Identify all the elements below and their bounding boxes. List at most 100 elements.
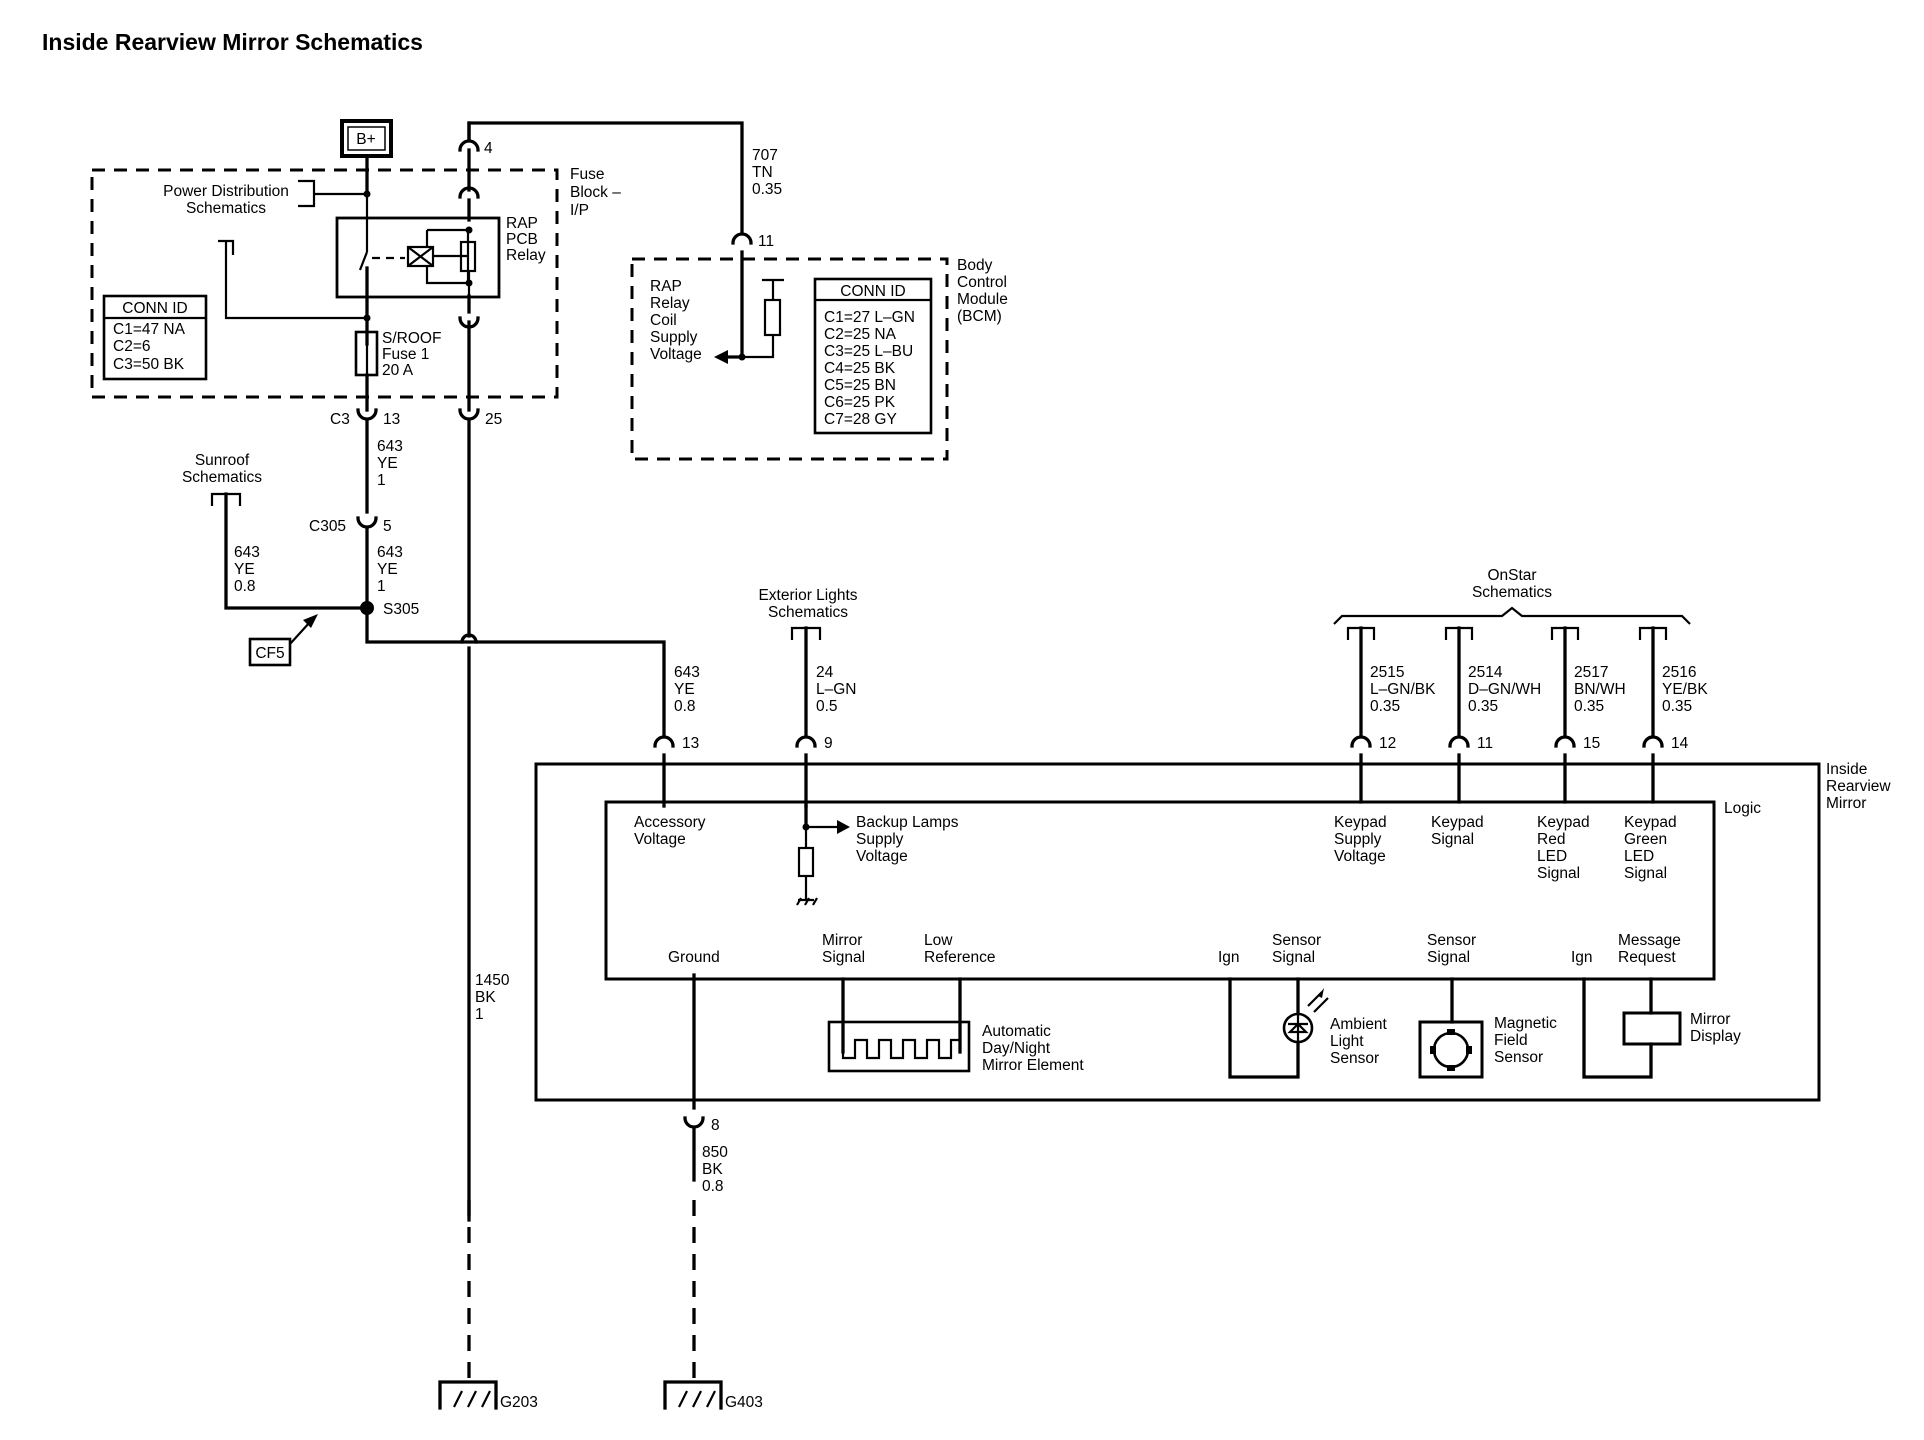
wire-label: 2517 <box>1574 664 1608 681</box>
pin-label: 25 <box>485 411 502 428</box>
logic-text: Supply <box>1334 831 1382 848</box>
conn-entry: C7=28 GY <box>824 411 897 428</box>
fuse-block-line: Block – <box>570 184 621 201</box>
logic-text: LED <box>1624 848 1654 865</box>
logic-text: Signal <box>822 949 865 966</box>
onstar-connector <box>1448 735 1470 748</box>
pin-label: 5 <box>383 518 392 535</box>
bcm-enclosure <box>630 257 949 461</box>
cf5-callout: CF5 <box>248 614 318 667</box>
backup-lamps-circuit: Backup Lamps Supply Voltage <box>796 804 959 906</box>
fuse-line: 20 A <box>382 362 414 379</box>
logic-text: Ground <box>668 949 720 966</box>
wire-label: YE <box>377 561 398 578</box>
logic-text: Ign <box>1571 949 1593 966</box>
wire-label: 0.8 <box>234 578 256 595</box>
bcm-supply-line: Relay <box>650 295 690 312</box>
logic-text: Signal <box>1272 949 1315 966</box>
connector-pin-9 <box>795 735 817 748</box>
ambient-line: Light <box>1330 1033 1364 1050</box>
logic-text: Keypad <box>1537 814 1590 831</box>
display-line: Mirror <box>1690 1011 1730 1028</box>
battery-source: B+ <box>340 119 393 158</box>
wire-label: D–GN/WH <box>1468 681 1541 698</box>
pin-label: 11 <box>758 233 774 250</box>
logic-text: Keypad <box>1624 814 1677 831</box>
fuse-block-label: Fuse Block – I/P <box>570 166 621 219</box>
fuse-block-enclosure <box>90 168 559 399</box>
fuse-block-conn-id: CONN ID C1=47 NA C2=6 C3=50 BK <box>102 294 208 381</box>
logic-text: Request <box>1618 949 1676 966</box>
logic-text: Voltage <box>1334 848 1386 865</box>
conn-entry: C4=25 BK <box>824 360 896 377</box>
sunroof-line: Schematics <box>182 469 262 486</box>
wire-label: YE <box>674 681 695 698</box>
logic-text: Sensor <box>1272 932 1321 949</box>
connector-pin-13 <box>653 735 675 748</box>
logic-text: Green <box>1624 831 1667 848</box>
fuse-line: Fuse 1 <box>382 346 429 363</box>
pin-label: 8 <box>711 1117 720 1134</box>
sroof-fuse: S/ROOF Fuse 1 20 A <box>354 330 441 379</box>
sunroof-line: Sunroof <box>195 452 250 469</box>
logic-text: Mirror <box>822 932 862 949</box>
wire-label: BK <box>702 1161 723 1178</box>
pin-label: 14 <box>1671 735 1689 752</box>
pin-label: 13 <box>383 411 400 428</box>
logic-text: Reference <box>924 949 996 966</box>
conn-entry: C2=25 NA <box>824 326 897 343</box>
onstar-wires: 2515L–GN/BK0.35122514D–GN/WH0.35112517BN… <box>1346 626 1708 804</box>
ambient-line: Ambient <box>1330 1016 1388 1033</box>
splice-s305 <box>360 601 374 615</box>
wire-707 <box>467 121 744 234</box>
onstar-line: OnStar <box>1487 567 1536 584</box>
connector-c305 <box>356 516 378 529</box>
bcm-line: Module <box>957 291 1008 308</box>
logic-text: Ign <box>1218 949 1240 966</box>
magnetic-line: Sensor <box>1494 1049 1543 1066</box>
ext-lights-line: Schematics <box>768 604 848 621</box>
logic-text: Supply <box>856 831 904 848</box>
magnetic-line: Field <box>1494 1032 1528 1049</box>
logic-text: Sensor <box>1427 932 1476 949</box>
logic-text: Backup Lamps <box>856 814 959 831</box>
logic-text: Signal <box>1537 865 1580 882</box>
mirror-display: Mirror Display <box>1582 977 1741 1079</box>
relay-line: PCB <box>506 231 538 248</box>
wire-label: L–GN <box>816 681 857 698</box>
wire-label: BK <box>475 989 496 1006</box>
pin-label: 15 <box>1583 735 1600 752</box>
logic-text: Accessory <box>634 814 706 831</box>
wire-label: BN/WH <box>1574 681 1626 698</box>
connector-pin-8 <box>683 1116 705 1129</box>
bcm-line: Body <box>957 257 993 274</box>
wire-label: 1 <box>475 1006 484 1023</box>
wire-label: 1 <box>377 472 386 489</box>
logic-text: Signal <box>1624 865 1667 882</box>
ground-g403: G403 <box>663 1380 763 1411</box>
wire-label: 0.35 <box>1468 698 1498 715</box>
bcm-line: (BCM) <box>957 308 1002 325</box>
fuse-line: S/ROOF <box>382 330 441 347</box>
conn-entry: C6=25 PK <box>824 394 896 411</box>
logic-block <box>604 800 1716 981</box>
logic-text: Low <box>924 932 953 949</box>
fuse-block-line: I/P <box>570 202 589 219</box>
mirror-label-line: Rearview <box>1826 778 1891 795</box>
wire-label: 0.5 <box>816 698 838 715</box>
wire-label: 0.8 <box>674 698 696 715</box>
bcm-supply: RAP Relay Coil Supply Voltage <box>650 250 784 364</box>
ext-lights-line: Exterior Lights <box>758 587 857 604</box>
magnetic-field-sensor: Magnetic Field Sensor <box>1418 977 1557 1079</box>
wire-label: 2515 <box>1370 664 1404 681</box>
onstar-line: Schematics <box>1472 584 1552 601</box>
element-line: Day/Night <box>982 1040 1051 1057</box>
wire-label: 2514 <box>1468 664 1503 681</box>
day-night-element: Automatic Day/Night Mirror Element <box>827 977 1084 1074</box>
mirror-label-line: Mirror <box>1826 795 1866 812</box>
onstar-connector <box>1554 735 1576 748</box>
mirror-enclosure <box>534 762 1821 1102</box>
wire-label: 0.35 <box>1662 698 1692 715</box>
